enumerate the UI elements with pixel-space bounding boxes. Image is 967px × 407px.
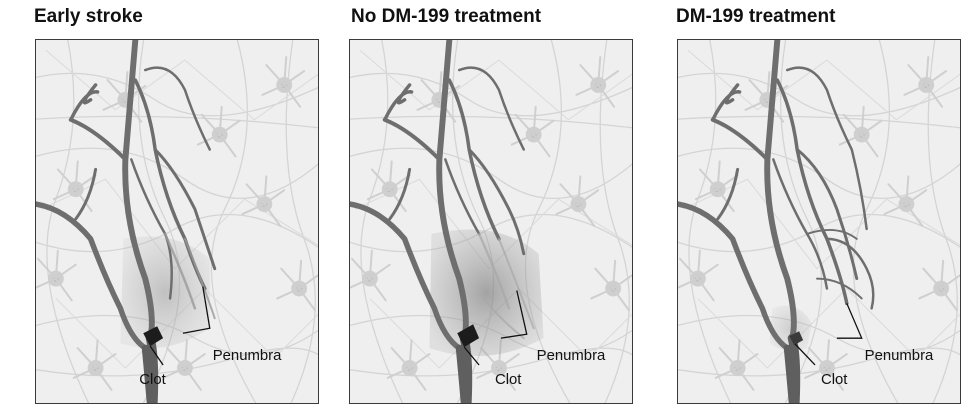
penumbra-label: Penumbra [213,348,282,364]
blood-vessels [36,40,217,403]
clot-mark [789,331,804,346]
clot-label: Clot [495,372,522,388]
penumbra-label: Penumbra [537,348,606,364]
blood-vessels [350,40,526,403]
panel-early-stroke: Penumbra Clot [35,39,319,404]
clot-label: Clot [139,372,166,388]
early-stroke-illustration: Penumbra Clot [36,40,318,403]
panel-dm199-treatment: Penumbra Clot [677,39,961,404]
clot-mark [143,326,164,347]
panel-title-dm199-treatment: DM-199 treatment [676,6,836,27]
no-treatment-illustration: Penumbra Clot [350,40,632,403]
penumbra-label: Penumbra [865,348,934,364]
clot-label: Clot [821,372,848,388]
dm199-treatment-illustration: Penumbra Clot [678,40,960,403]
blood-vessels [678,40,875,403]
penumbra-region [429,229,544,357]
clot-mark [457,324,480,348]
panel-title-no-treatment: No DM-199 treatment [351,6,542,27]
panel-title-early-stroke: Early stroke [34,6,143,27]
panel-no-treatment: Penumbra Clot [349,39,633,404]
faded-vessels [163,232,216,320]
